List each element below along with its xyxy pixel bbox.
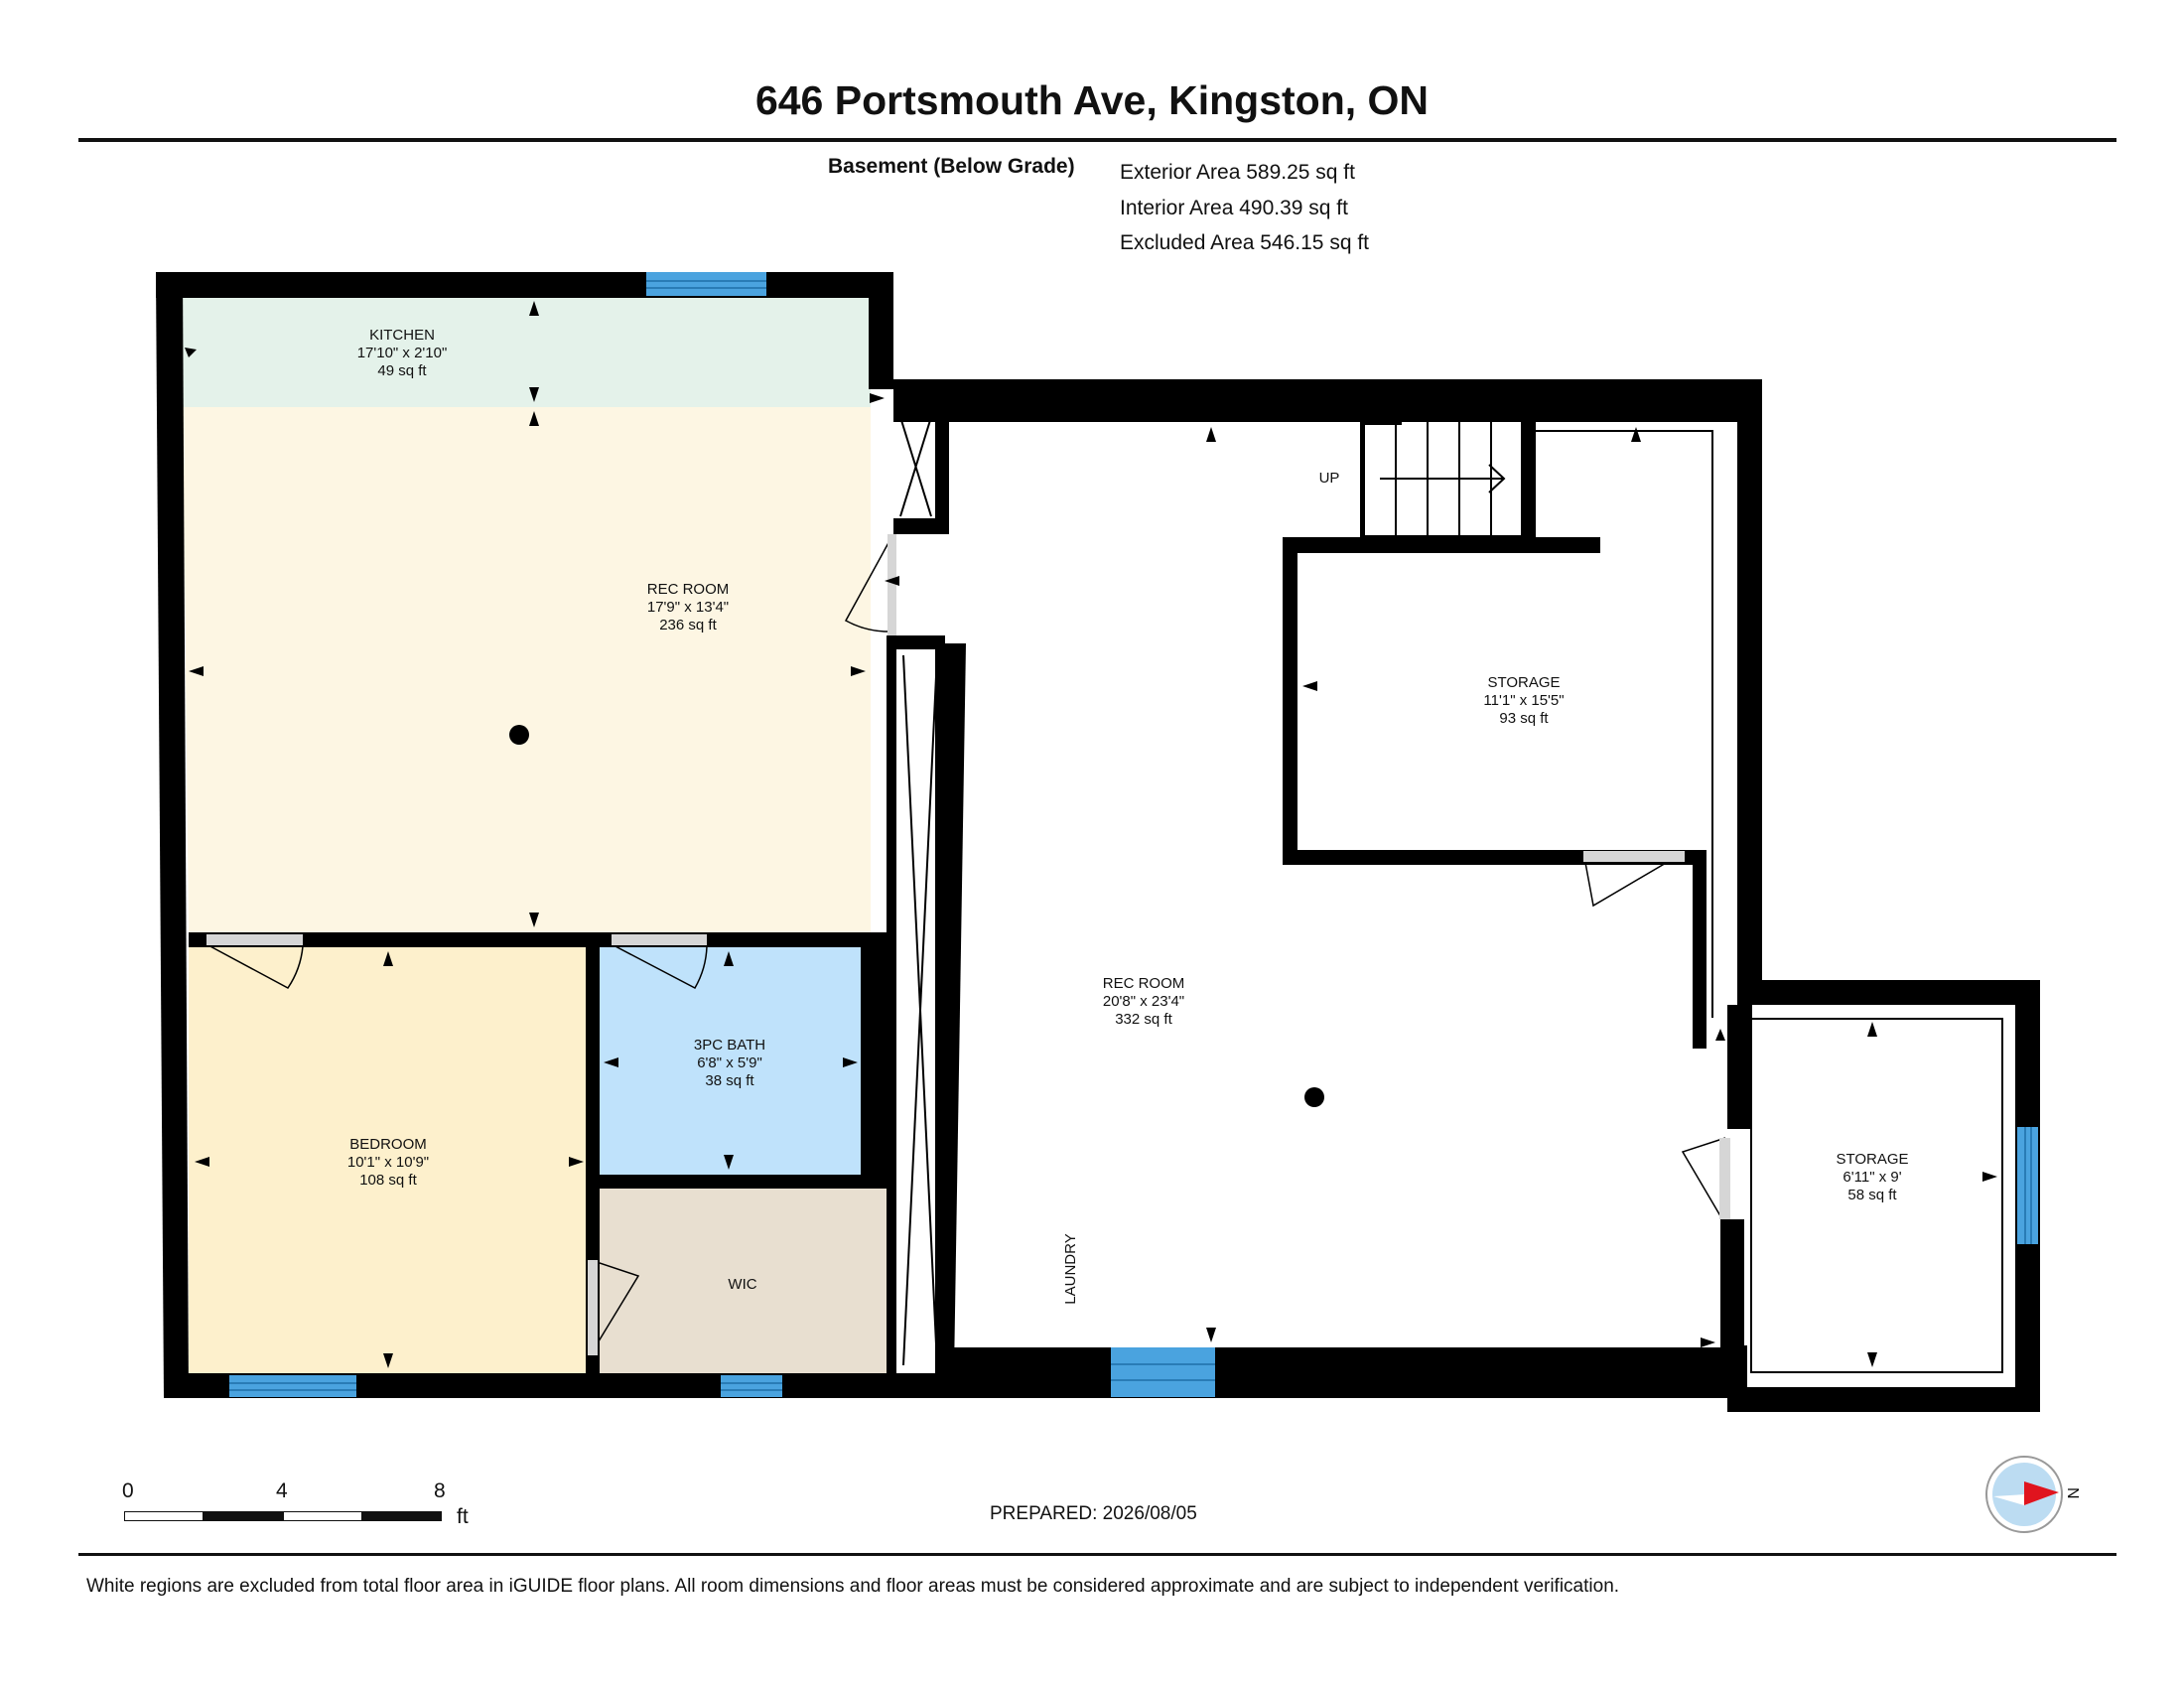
bedroom-area: 108 sq ft (359, 1172, 417, 1189)
kitchen-name: KITCHEN (369, 327, 435, 344)
storage-1-name: STORAGE (1487, 674, 1560, 691)
scale-label-4: 4 (276, 1479, 288, 1502)
wall-right-outer (1737, 379, 1762, 980)
rec-room-1-fill (183, 407, 871, 932)
area-summary: Exterior Area 589.25 sq ft Interior Area… (1120, 155, 1369, 261)
rec-room-2-dims: 20'8" x 23'4" (1103, 993, 1184, 1010)
laundry-label: LAUNDRY (1062, 1233, 1079, 1304)
kitchen-area: 49 sq ft (377, 362, 427, 379)
kitchen-dims: 17'10" x 2'10" (357, 345, 448, 361)
kitchen-fill (183, 296, 871, 407)
wall-storage1-top (1283, 537, 1600, 553)
disclaimer: White regions are excluded from total fl… (86, 1576, 1620, 1597)
walls (156, 272, 2040, 1412)
wall-corridor-inner (937, 643, 966, 1373)
bath-area: 38 sq ft (705, 1072, 754, 1089)
wall-bath-bottom (600, 1175, 888, 1189)
page-title: 646 Portsmouth Ave, Kingston, ON (754, 77, 1430, 123)
wall-right-left-block (869, 272, 893, 389)
wall-corridor-cap (895, 635, 945, 649)
prepared-date: PREPARED: 2026/08/05 (990, 1503, 1197, 1524)
wall-stair-right (1522, 407, 1536, 546)
stairs-label: UP (1319, 470, 1340, 487)
wall-rec1-bottom (189, 932, 887, 947)
wic-name: WIC (728, 1276, 756, 1293)
bedroom-fill (189, 946, 589, 1373)
corridor-x (902, 654, 938, 1366)
wall-storage2-left-bottom (1720, 1219, 1744, 1398)
window-rec2 (1111, 1347, 1215, 1397)
wall-left (156, 272, 189, 1398)
wall-closet-top (893, 389, 945, 407)
rec-room-2-name: REC ROOM (1103, 975, 1185, 992)
bedroom-dims: 10'1" x 10'9" (347, 1154, 429, 1171)
window-bedroom (229, 1375, 356, 1397)
wall-bottom-right (953, 1347, 1737, 1398)
storage-1-area: 93 sq ft (1499, 710, 1549, 727)
wall-stair-left (1360, 417, 1364, 538)
scale-segment-3 (283, 1511, 362, 1521)
wall-bath-right (861, 932, 888, 1189)
wall-storage1-right (1693, 850, 1706, 1049)
compass-north-label: N (2064, 1487, 2081, 1499)
storage-2-name: STORAGE (1836, 1151, 1908, 1168)
stair-top-wall (1360, 417, 1402, 425)
window-storage2 (2017, 1127, 2038, 1244)
rec-room-2-dot (1304, 1087, 1324, 1107)
wall-corridor-right (935, 635, 945, 1390)
bath-fill (600, 946, 861, 1175)
wall-closet-right (935, 407, 949, 534)
rec-room-1-dims: 17'9" x 13'4" (647, 599, 729, 616)
floor-label: Basement (Below Grade) (828, 155, 1075, 178)
compass-icon: N (1985, 1456, 2081, 1533)
scale-label-0: 0 (122, 1479, 134, 1502)
scale-unit: ft (457, 1505, 469, 1528)
scale-segment-2 (204, 1511, 283, 1521)
stairs (1363, 418, 1523, 537)
window-kitchen (646, 272, 766, 296)
interior-area: Interior Area 490.39 sq ft (1120, 196, 1348, 219)
wall-storage2-bottom (1727, 1387, 2040, 1412)
closet-x (899, 416, 932, 517)
wall-storage2-left-top (1727, 1005, 1752, 1129)
storage-2-dims: 6'11" x 9' (1843, 1169, 1901, 1186)
wall-top-left (156, 272, 893, 298)
storage-1-dims: 11'1" x 15'5" (1483, 692, 1564, 709)
scale-label-8: 8 (434, 1479, 446, 1502)
rec-room-1-area: 236 sq ft (659, 617, 717, 633)
wall-closet-bottom (893, 518, 949, 534)
wall-top-right (893, 379, 1762, 422)
bath-dims: 6'8" x 5'9" (697, 1055, 762, 1071)
rec-room-2-area: 332 sq ft (1115, 1011, 1172, 1028)
scale-segment-1 (124, 1511, 204, 1521)
bedroom-name: BEDROOM (349, 1136, 427, 1153)
doors (205, 538, 1726, 1355)
wall-left-mid (887, 635, 896, 1380)
bath-name: 3PC BATH (694, 1037, 765, 1054)
storage-2-area: 58 sq ft (1847, 1187, 1897, 1203)
storage-outlines (1536, 430, 2003, 1373)
wic-fill (600, 1188, 888, 1373)
windows (229, 272, 2038, 1397)
dimension-arrows (185, 301, 1997, 1368)
exterior-area: Exterior Area 589.25 sq ft (1120, 161, 1355, 184)
window-wic (721, 1375, 782, 1397)
footer-divider (78, 1553, 2116, 1556)
rec-room-1-name: REC ROOM (647, 581, 730, 598)
scale-bar: 0 4 8 ft (122, 1479, 479, 1539)
scale-segment-4 (362, 1511, 442, 1521)
wall-storage1-left (1283, 537, 1297, 865)
door-thresholds (206, 534, 1730, 1355)
wall-storage2-top (1737, 980, 2040, 1005)
rec-room-1-dot (509, 725, 529, 745)
window-lines (229, 280, 2032, 1391)
header-divider (78, 138, 2116, 142)
excluded-area: Excluded Area 546.15 sq ft (1120, 231, 1370, 254)
